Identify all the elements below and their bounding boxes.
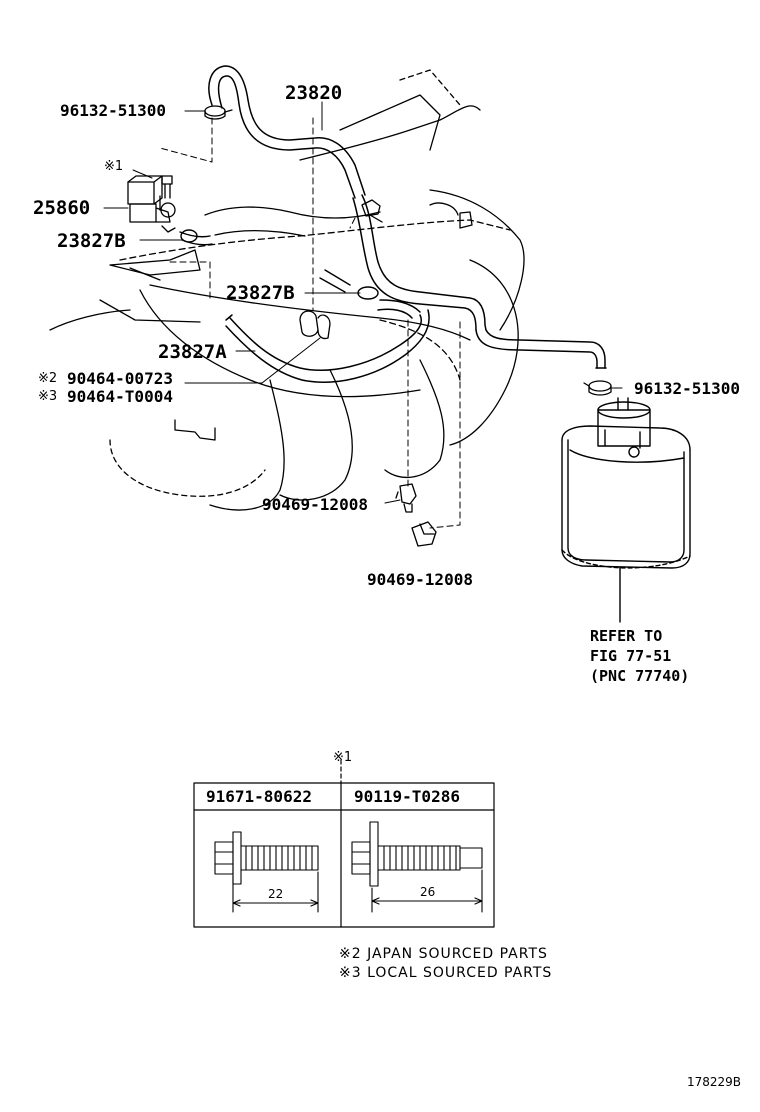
label-clamp-canister: 96132-51300 (634, 379, 740, 398)
label-vsv-25860: 25860 (33, 197, 91, 219)
refer-line-3: (PNC 77740) (590, 667, 690, 685)
label-mark-3: ※3 (38, 389, 58, 404)
bolt-spec-table (193, 759, 495, 928)
label-hose-23827B-1: 23827B (57, 230, 126, 252)
bolt-mark1 (161, 175, 173, 199)
hose-23827A (225, 299, 430, 383)
label-clip-2: 90469-12008 (367, 570, 473, 589)
label-hose-23820: 23820 (285, 82, 343, 104)
label-clip-1: 90469-12008 (262, 495, 368, 514)
refer-note: REFER TO FIG 77-51 (PNC 77740) (590, 626, 689, 686)
refer-line-2: FIG 77-51 (590, 647, 672, 665)
label-hose-23827A: 23827A (158, 341, 227, 363)
label-clamp-top: 96132-51300 (60, 101, 166, 120)
bolt-91671-drawing (214, 831, 319, 913)
refer-line-1: REFER TO (590, 627, 663, 645)
table-mark-1: ※1 (333, 750, 353, 765)
label-hose-23827B-2: 23827B (226, 282, 295, 304)
label-mark-2: ※2 (38, 371, 58, 386)
label-part-local: 90464-T0004 (67, 387, 173, 406)
bolt-90119-drawing (351, 821, 483, 913)
clamp-96132-canister (583, 380, 612, 396)
bolt-length-22: 22 (268, 887, 284, 901)
clamp-hose-23827B (299, 199, 383, 340)
table-header-91671: 91671-80622 (206, 787, 312, 806)
label-part-japan: 90464-00723 (67, 369, 173, 388)
label-mark-1: ※1 (104, 159, 124, 174)
intake-manifold-outline (49, 69, 525, 511)
table-header-90119: 90119-T0286 (354, 787, 460, 806)
note-local-sourced: ※3 LOCAL SOURCED PARTS (339, 965, 553, 981)
clip-90469-upper (395, 483, 417, 513)
label-leader-lines (103, 101, 623, 504)
note-japan-sourced: ※2 JAPAN SOURCED PARTS (339, 946, 548, 962)
reference-leader-lines (159, 117, 461, 529)
figure-id: 178229B (687, 1075, 742, 1089)
clamp-96132-top (204, 105, 233, 120)
bolt-length-26: 26 (420, 885, 436, 899)
hose-23820 (208, 65, 607, 369)
charcoal-canister (561, 397, 691, 623)
clip-90469-lower (411, 521, 437, 547)
